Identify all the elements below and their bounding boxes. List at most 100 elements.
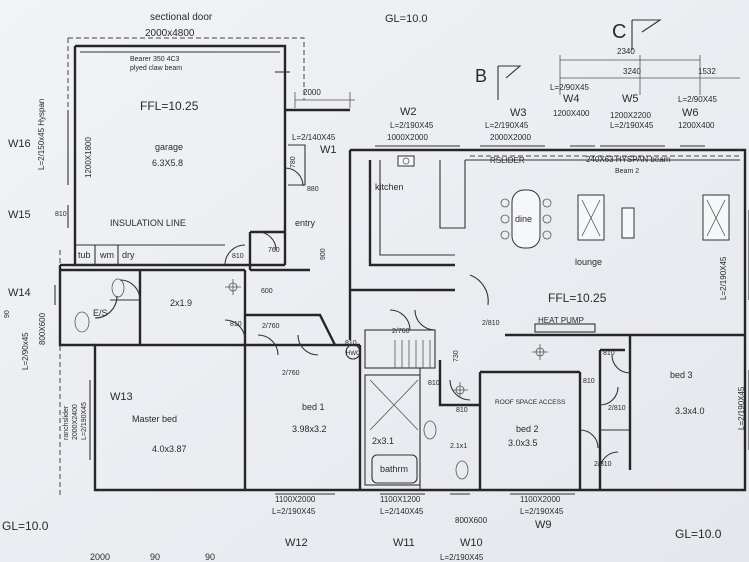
tub-label: tub <box>78 250 91 260</box>
w5-spec: L=2/190X45 <box>610 121 654 130</box>
sectional-door-label: sectional door <box>150 12 213 23</box>
w13-spec1: ranchslider <box>63 405 70 440</box>
door-810b: 810 <box>232 253 244 260</box>
w11-size: 1100X1200 <box>380 495 421 504</box>
bed1-label: bed 1 <box>302 402 325 412</box>
w14-label: W14 <box>8 287 31 299</box>
door-810h: 810 <box>603 350 615 357</box>
c-marker: C <box>612 21 626 43</box>
rslider-label: RSLIDER <box>490 156 525 165</box>
door-swings <box>94 167 631 471</box>
w12-label: W12 <box>285 537 308 549</box>
gl-bottom-right: GL=10.0 <box>675 527 722 541</box>
b-marker: B <box>475 66 487 86</box>
hyspan-beam-label: 240X63 HYSPAN beam <box>586 155 671 164</box>
door-900: 900 <box>320 248 327 260</box>
w9-label: W9 <box>535 519 552 531</box>
wm-label: wm <box>99 250 114 260</box>
bed3-label: bed 3 <box>670 370 693 380</box>
w5-label: W5 <box>622 93 639 105</box>
gl-bottom-left: GL=10.0 <box>2 519 49 533</box>
bottom-90b: 90 <box>205 552 215 562</box>
w9-spec: L=2/190X45 <box>520 507 564 516</box>
w2-label: W2 <box>400 106 417 118</box>
w4-spec: L=2/90X45 <box>550 83 589 92</box>
w8-spec: L=2/190X45 <box>737 386 746 430</box>
door-2810a: 2/810 <box>482 320 500 327</box>
dim-1532: 1532 <box>698 67 716 76</box>
door-2810b: 2/810 <box>608 405 626 412</box>
master-size: 4.0x3.87 <box>152 444 187 454</box>
light-markers <box>225 279 548 398</box>
es-label: E/S <box>93 308 108 318</box>
w13-spec3: L=2/190X45 <box>81 402 88 440</box>
w12-size: 1100X2000 <box>275 495 316 504</box>
side-90: 90 <box>4 310 11 318</box>
door-2810c: 2/810 <box>594 461 612 468</box>
w14-size: 800X600 <box>38 312 47 345</box>
lounge-label: lounge <box>575 257 602 267</box>
bottom-2000: 2000 <box>90 552 110 562</box>
w10-spec: L=2/190X45 <box>440 553 484 562</box>
fixtures <box>74 155 730 484</box>
gl-top: GL=10.0 <box>385 13 428 25</box>
door-810g: 810 <box>583 378 595 385</box>
door-size-label: 2000x4800 <box>145 28 195 39</box>
bed1-size: 3.98x3.2 <box>292 424 327 434</box>
w4-size: 1200X400 <box>553 109 590 118</box>
door-2760a: 2/760 <box>262 323 280 330</box>
door-810f: 810 <box>456 407 468 414</box>
garage-size: 6.3X5.8 <box>152 158 183 168</box>
w16-size: 1200X1800 <box>84 137 93 178</box>
w6-spec: L=2/90X45 <box>678 95 717 104</box>
roof-space-label: ROOF SPACE ACCESS <box>495 399 566 406</box>
garage-label: garage <box>155 142 183 152</box>
bed2-label: bed 2 <box>516 424 539 434</box>
w15-label: W15 <box>8 209 31 221</box>
w16-spec: L=2/150x45 Hyspan <box>37 99 46 170</box>
bed3-size: 3.3x4.0 <box>675 406 705 416</box>
w14-spec: L=2/90x45 <box>21 332 30 370</box>
door-810e: 810 <box>428 380 440 387</box>
bottom-90a: 90 <box>150 552 160 562</box>
ffl-lounge: FFL=10.25 <box>548 291 607 305</box>
w5-size: 1200X2200 <box>610 111 651 120</box>
beam-top2-label: plyed claw beam <box>130 65 182 72</box>
hwc-label: HWC <box>346 351 361 357</box>
dine-label: dine <box>515 214 532 224</box>
insulation-label: INSULATION LINE <box>110 218 186 228</box>
w7-spec: L=2/190X45 <box>719 256 728 300</box>
door-730: 730 <box>453 350 460 362</box>
dim-2340: 2340 <box>617 47 635 56</box>
door-600: 600 <box>261 288 273 295</box>
w9-size: 1100X2000 <box>520 495 561 504</box>
w1-label: W1 <box>320 144 337 156</box>
w13-spec2: 2000X2400 <box>72 404 79 440</box>
door-760: 760 <box>268 247 280 254</box>
door-810c: 810 <box>230 321 242 328</box>
door-2760b: 2/760 <box>282 370 300 377</box>
w11-label: W11 <box>393 537 415 549</box>
entry-label: entry <box>295 218 316 228</box>
w13-label: W13 <box>110 391 133 403</box>
bath-size: 2x3.1 <box>372 436 394 446</box>
beam-top-label: Bearer 350 4C3 <box>130 56 180 63</box>
window-marks <box>54 110 749 495</box>
ffl-garage: FFL=10.25 <box>140 99 199 113</box>
w4-label: W4 <box>563 93 580 105</box>
door-780: 780 <box>290 156 297 168</box>
kitchen-label: kitchen <box>375 182 404 192</box>
w3-label: W3 <box>510 107 527 119</box>
door-810d: 810 <box>345 340 357 347</box>
w3-size: 2000X2000 <box>490 133 531 142</box>
door-2760c: 2/760 <box>392 328 410 335</box>
beam2-label: Beam 2 <box>615 168 639 175</box>
bed2-size: 3.0x3.5 <box>508 438 538 448</box>
w6-label: W6 <box>682 107 699 119</box>
w16-label: W16 <box>8 138 31 150</box>
dim-3240: 3240 <box>623 67 641 76</box>
w6-size: 1200X400 <box>678 121 715 130</box>
dimension-lines <box>294 19 740 157</box>
